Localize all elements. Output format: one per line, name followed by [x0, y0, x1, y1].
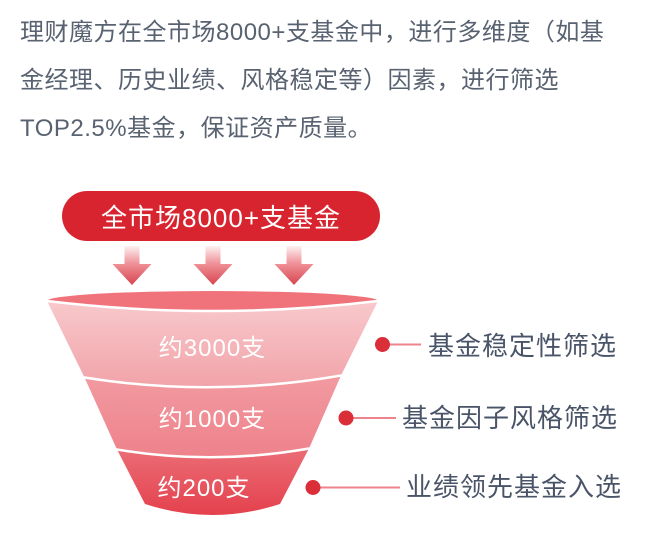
- stage-criteria-3: 业绩领先基金入选: [406, 472, 623, 502]
- connector-dot: [305, 480, 321, 495]
- source-banner: 全市场8000+支基金: [62, 191, 380, 241]
- down-arrow-icon: [112, 246, 152, 285]
- funnel-separator: [83, 374, 343, 389]
- stage-criteria-1: 基金稳定性筛选: [428, 331, 618, 361]
- connector-dot: [338, 410, 354, 426]
- funnel-rim: [47, 291, 378, 311]
- connectors: [305, 337, 421, 495]
- funnel-separator: [115, 447, 311, 459]
- stage-count-3: 约200支: [157, 475, 250, 502]
- intro-line-2: 金经理、历史业绩、风格稳定等）因素，进行筛选: [20, 67, 559, 94]
- funnel-stage-3: [117, 448, 309, 515]
- down-arrows: [112, 246, 314, 285]
- intro-line-1: 理财魔方在全市场8000+支基金中，进行多维度（如基: [20, 19, 605, 46]
- intro-line-3: TOP2.5%基金，保证资产质量。: [20, 115, 373, 142]
- source-banner-label: 全市场8000+支基金: [100, 202, 342, 233]
- down-arrow-icon: [274, 246, 314, 285]
- funnel-stage-2: [84, 375, 341, 458]
- intro-paragraph: 理财魔方在全市场8000+支基金中，进行多维度（如基 金经理、历史业绩、风格稳定…: [20, 9, 635, 153]
- stage-count-1: 约3000支: [159, 335, 266, 362]
- stage-count-2: 约1000支: [159, 406, 266, 433]
- funnel-stage-1: [47, 301, 378, 388]
- stage-criteria-2: 基金因子风格筛选: [402, 403, 619, 433]
- down-arrow-icon: [193, 246, 233, 285]
- connector-dot: [375, 337, 390, 352]
- funnel-separator: [45, 299, 380, 313]
